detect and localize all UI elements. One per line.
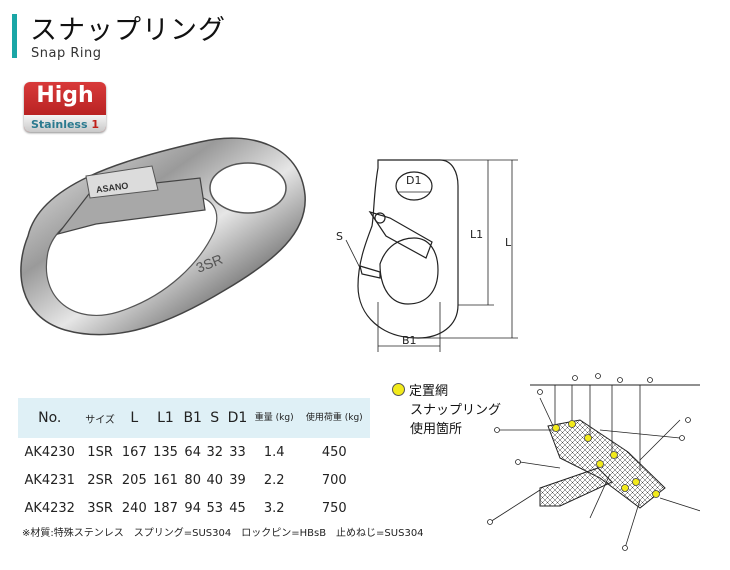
label-d1: D1 — [406, 174, 421, 187]
table-cell: 39 — [229, 472, 246, 488]
table-cell: AK4230 — [24, 444, 75, 460]
legend-line-3: 使用箇所 — [410, 422, 463, 437]
gate-plate — [85, 165, 159, 199]
table-row: AK4230 1SR 167 135 64 32 33 1.4 450 — [18, 438, 370, 466]
snap-ring-photo: ASANO 3SR — [20, 137, 306, 336]
table-cell: 32 — [206, 444, 223, 460]
table-cell: 53 — [206, 500, 223, 516]
net-upper-band — [547, 419, 666, 509]
material-note: ※材質:特殊ステンレス スプリング=SUS304 ロックピン=HBsB 止めねじ… — [22, 528, 424, 539]
col-l: L — [118, 398, 150, 438]
col-d1: D1 — [225, 398, 250, 438]
table-cell: AK4232 — [24, 500, 75, 516]
col-weight: 重量 (kg) — [249, 398, 299, 438]
table-cell: 94 — [184, 500, 201, 516]
page-title: スナップリング — [30, 15, 226, 46]
usage-point — [584, 434, 592, 442]
title-accent-bar — [12, 14, 17, 58]
table-cell: 80 — [184, 472, 201, 488]
badge-sub-text: Stainless 1 — [24, 118, 106, 131]
table-cell: 1.4 — [263, 444, 285, 460]
usage-point — [652, 490, 660, 498]
table-cell: 205 — [121, 472, 147, 488]
yellow-marker-icon — [392, 383, 405, 396]
col-s: S — [204, 398, 226, 438]
table-row: AK4231 2SR 205 161 80 40 39 2.2 700 — [18, 466, 370, 494]
usage-point — [621, 484, 629, 492]
table-cell: AK4231 — [24, 472, 75, 488]
table-cell: 240 — [121, 500, 147, 516]
table-cell: 33 — [229, 444, 246, 460]
drawing-inner — [379, 237, 439, 305]
drawing-outline — [357, 159, 459, 339]
table-cell: 187 — [153, 500, 178, 516]
net-lower-band — [539, 467, 613, 507]
legend-line-1: 定置網 — [392, 382, 501, 401]
drawing-eye — [395, 171, 433, 201]
drawing-gate-tip — [359, 265, 381, 279]
badge-strip — [24, 115, 106, 132]
ring-eye-hole — [209, 162, 287, 214]
usage-point — [568, 420, 576, 428]
spec-header-row: No. サイズ L L1 B1 S D1 重量 (kg) 使用荷重 (kg) — [18, 398, 370, 438]
table-cell: 2SR — [87, 472, 113, 488]
table-cell: 1SR — [87, 444, 113, 460]
col-l1: L1 — [149, 398, 182, 438]
page-subtitle: Snap Ring — [31, 46, 102, 61]
table-cell: 450 — [321, 444, 347, 460]
label-b1: B1 — [402, 334, 417, 347]
fixed-net-diagram — [487, 373, 700, 551]
usage-point — [632, 478, 640, 486]
dimension-drawing: D1 L1 L S B1 — [336, 159, 518, 352]
table-cell: 750 — [321, 500, 347, 516]
usage-point — [610, 451, 618, 459]
table-cell: 64 — [184, 444, 201, 460]
usage-point — [596, 460, 604, 468]
badge-sub-label: Stainless — [30, 118, 88, 131]
col-size: サイズ — [81, 398, 119, 438]
table-cell: 161 — [153, 472, 178, 488]
legend-line-2: スナップリング — [410, 403, 502, 418]
table-cell: 700 — [321, 472, 347, 488]
high-stainless-badge: High Stainless 1 — [24, 82, 106, 132]
table-row: AK4232 3SR 240 187 94 53 45 3.2 750 — [18, 494, 370, 522]
table-cell: 3SR — [87, 500, 113, 516]
col-load: 使用荷重 (kg) — [298, 398, 370, 438]
table-cell: 3.2 — [263, 500, 285, 516]
badge-grade: 1 — [91, 118, 100, 131]
table-cell: 40 — [206, 472, 223, 488]
table-cell: 45 — [229, 500, 246, 516]
drawing-pin — [374, 212, 386, 224]
label-l: L — [505, 236, 512, 249]
usage-legend: 定置網 スナップリング 使用箇所 — [392, 382, 501, 439]
badge-main-text: High — [36, 83, 94, 108]
brand-engraving: ASANO — [95, 180, 129, 194]
table-cell: 2.2 — [263, 472, 285, 488]
col-b1: B1 — [181, 398, 205, 438]
drawing-gate — [368, 210, 433, 259]
table-cell: 135 — [153, 444, 178, 460]
spec-table: No. サイズ L L1 B1 S D1 重量 (kg) 使用荷重 (kg) A… — [18, 398, 370, 522]
label-l1: L1 — [470, 228, 483, 241]
usage-point — [552, 424, 560, 432]
label-s: S — [336, 230, 343, 243]
col-no: No. — [18, 398, 82, 438]
table-cell: 167 — [121, 444, 147, 460]
